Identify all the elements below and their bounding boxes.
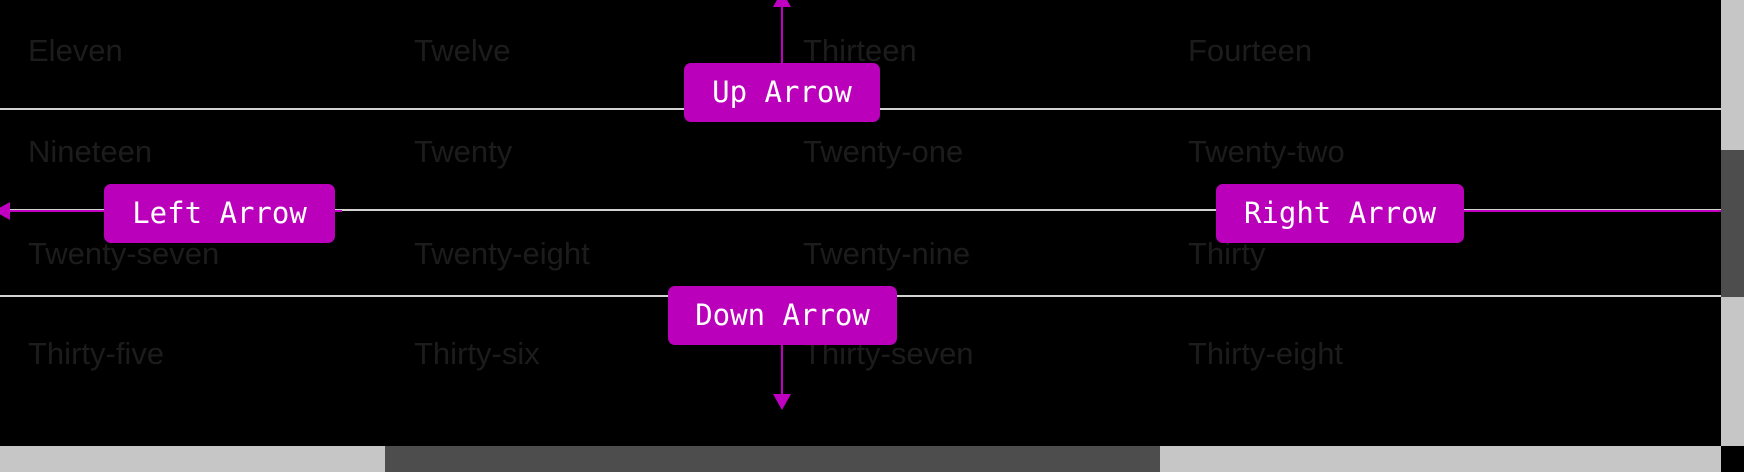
grid-cell: Twenty-nine (803, 236, 971, 271)
horizontal-scrollbar[interactable] (0, 446, 1721, 472)
table-row: Nineteen Twenty Twenty-one Twenty-two (0, 110, 1721, 210)
grid-cell: Nineteen (28, 134, 153, 169)
grid-cell: Thirty-six (414, 336, 540, 371)
vertical-scrollbar[interactable] (1721, 0, 1744, 446)
grid-cell: Thirty-eight (1188, 336, 1344, 371)
grid-cell: Twenty-one (803, 134, 964, 169)
up-arrow-label[interactable]: Up Arrow (684, 63, 880, 122)
down-arrow-shaft (781, 288, 783, 402)
up-arrow-head-icon (773, 0, 791, 7)
horizontal-scrollbar-thumb[interactable] (385, 446, 1160, 472)
up-arrow-shaft (781, 0, 783, 122)
left-arrow-head-icon (0, 202, 10, 220)
table-row: Thirty-five Thirty-six Thirty-seven Thir… (0, 297, 1721, 397)
down-arrow-head-icon (773, 394, 791, 410)
down-arrow-label[interactable]: Down Arrow (668, 286, 897, 345)
right-arrow-label[interactable]: Right Arrow (1216, 184, 1464, 243)
grid-cell: Fourteen (1188, 33, 1313, 68)
scrollbar-corner (1721, 446, 1744, 472)
grid-cell: Twenty-two (1188, 134, 1345, 169)
grid-row-separator (0, 209, 1721, 211)
grid-cell: Thirteen (803, 33, 917, 68)
grid-cell: Twelve (414, 33, 511, 68)
right-arrow-shaft (1220, 210, 1740, 212)
left-arrow-label[interactable]: Left Arrow (104, 184, 335, 243)
table-row: Eleven Twelve Thirteen Fourteen (0, 0, 1721, 100)
grid-cell: Eleven (28, 33, 123, 68)
grid-cell: Twenty-eight (414, 236, 590, 271)
grid-cell: Thirty-five (28, 336, 165, 371)
grid-cell: Twenty (414, 134, 513, 169)
vertical-scrollbar-thumb[interactable] (1721, 150, 1744, 297)
